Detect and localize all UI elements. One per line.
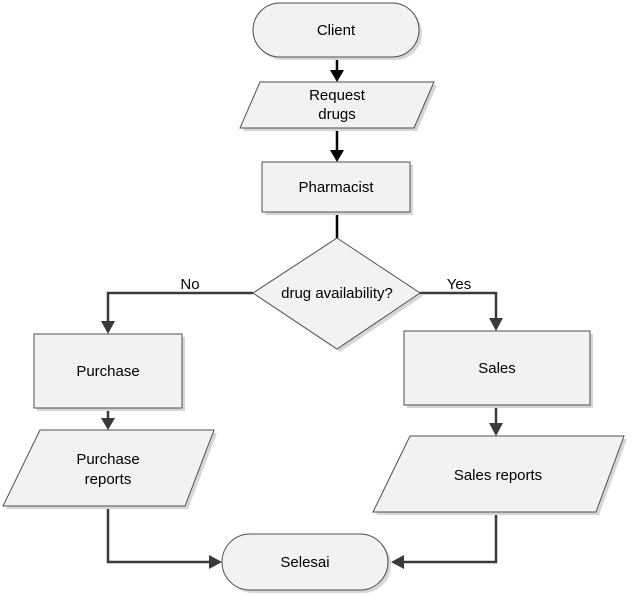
node-purchase-reports-label-line1: Purchase <box>76 451 139 468</box>
node-client-label: Client <box>317 22 356 39</box>
connector-sales-to-sales-reports <box>489 405 503 436</box>
node-purchase: Purchase <box>33 333 185 411</box>
connector-purchase-reports-to-selesai <box>106 506 222 569</box>
node-request-drugs-label-line1: Request <box>309 87 366 104</box>
node-request-drugs-label-line2: drugs <box>318 106 356 123</box>
node-decision: drug availability? <box>252 237 423 352</box>
node-sales-label: Sales <box>478 360 516 377</box>
node-purchase-label: Purchase <box>76 363 139 380</box>
connector-decision-to-sales <box>420 291 503 331</box>
connector-client-to-request <box>330 58 344 82</box>
connector-sales-reports-to-selesai <box>391 512 498 569</box>
node-decision-label: drug availability? <box>281 285 393 302</box>
edge-label-yes: Yes <box>447 276 471 293</box>
node-sales: Sales <box>403 330 593 408</box>
edge-label-no: No <box>180 276 199 293</box>
node-purchase-reports-label-line2: reports <box>85 471 132 488</box>
connector-request-to-pharmacist <box>330 128 344 162</box>
node-sales-reports: Sales reports <box>372 435 627 515</box>
node-selesai-label: Selesai <box>280 554 329 571</box>
node-sales-reports-label: Sales reports <box>454 467 542 484</box>
connector-decision-to-purchase <box>101 291 253 334</box>
node-request-drugs: Request drugs <box>239 81 437 131</box>
node-purchase-reports: Purchase reports <box>2 429 217 509</box>
node-selesai: Selesai <box>221 533 391 593</box>
connector-purchase-to-purchase-reports <box>101 408 115 430</box>
node-pharmacist-label: Pharmacist <box>298 179 374 196</box>
node-pharmacist: Pharmacist <box>261 161 413 215</box>
node-client: Client <box>252 2 422 60</box>
